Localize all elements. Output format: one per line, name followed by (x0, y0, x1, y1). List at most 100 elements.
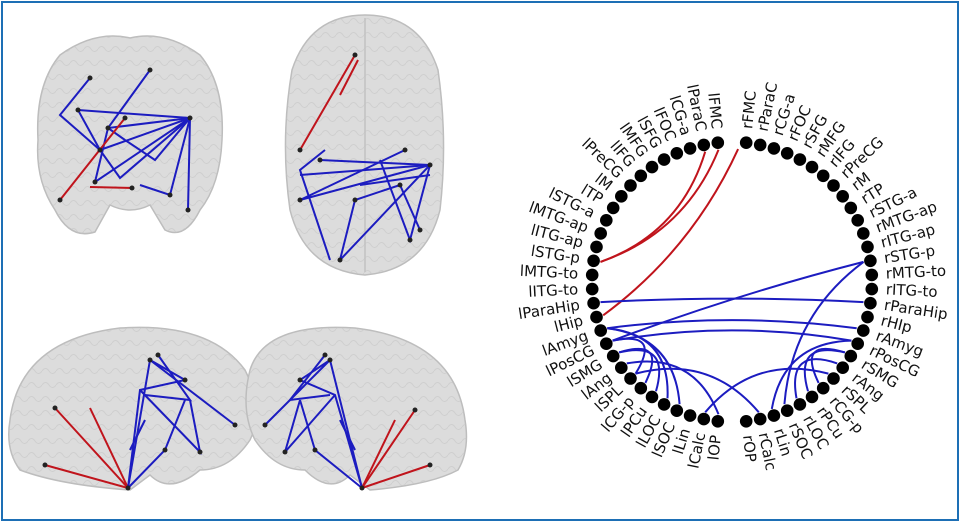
connectogram-nodes (585, 136, 879, 428)
coronal-red-edges (59, 117, 133, 201)
edge-lAmyg-lLOC (607, 327, 669, 399)
axial-nodes (297, 52, 433, 263)
node-lLOC (657, 398, 671, 411)
axial-red-edges (299, 54, 359, 151)
node-lSTG-p (587, 254, 600, 268)
node-rPosCG (851, 337, 864, 351)
label-rMTG-to: rMTG-to (885, 262, 946, 283)
node-rSTG-p (864, 254, 877, 268)
node-lPosCG (600, 337, 613, 351)
node-rSTG-a (851, 214, 864, 227)
node-rAmyg (857, 324, 870, 337)
edge-lAmyg-rAmyg (607, 319, 857, 330)
edge-rFP-lHip (602, 148, 740, 317)
label-lMTG-to: lMTG-to (519, 262, 578, 283)
label-rOP: rOP (739, 434, 760, 463)
node-rHIp (861, 310, 874, 324)
node-lLin (683, 409, 697, 422)
node-lM (615, 190, 628, 203)
edge-rSTG-p-lPosCG (612, 260, 864, 342)
node-rFOC (780, 147, 794, 160)
node-lFOC (670, 147, 684, 160)
node-lAng (615, 361, 628, 375)
node-rMTG-ap (857, 227, 870, 240)
node-rPCu (805, 390, 819, 404)
left-sagittal-view (8, 326, 258, 491)
node-lFMC (711, 136, 725, 149)
node-rTP (844, 201, 858, 215)
coronal-blue-edges (58, 69, 191, 211)
node-rIFG (816, 169, 830, 183)
node-rSPL (827, 372, 840, 385)
node-lParaC (697, 138, 711, 152)
node-lSPL (624, 372, 637, 385)
node-lIFG (634, 169, 648, 183)
axial-view (284, 14, 445, 276)
node-lPCu (645, 390, 659, 404)
edge-lSMG-lPCu (618, 349, 661, 392)
node-rCalc (753, 412, 767, 426)
node-lSTG-a (600, 214, 613, 227)
node-lMTG-to (585, 268, 599, 282)
label-rFMC: rFMC (738, 90, 760, 130)
node-lITG-to (585, 282, 599, 296)
node-rOP (739, 415, 753, 428)
node-rMTG-to (865, 268, 879, 282)
coronal-nodes (57, 67, 193, 213)
node-lAmyg (594, 324, 607, 337)
node-rSMG (844, 349, 858, 363)
right-sagittal-red-edges (361, 409, 431, 489)
node-rMFG (805, 160, 819, 174)
coronal-view (36, 35, 224, 235)
node-lHip (590, 310, 603, 324)
node-rFMC (739, 136, 753, 149)
left-sagittal-nodes (42, 352, 238, 491)
node-lPreCG (624, 179, 637, 192)
edge-rPosCG-rLin (770, 339, 852, 410)
node-rITG-ap (861, 240, 874, 254)
edge-rSPL-lCalc (704, 367, 829, 413)
node-rParaC (753, 138, 767, 152)
label-lITG-to: lITG-to (528, 280, 579, 300)
right-sagittal-view (245, 326, 468, 491)
edge-lFMC-lSTG-p (600, 149, 720, 263)
node-rPreCG (827, 179, 840, 192)
right-sagittal-nodes (262, 352, 433, 491)
edge-rSMG-rPCu (803, 349, 846, 392)
node-rCG-a (767, 142, 781, 155)
label-rITG-to: rITG-to (885, 280, 938, 301)
node-rM (836, 190, 849, 203)
node-rLOC (793, 398, 807, 411)
node-lCalc (697, 412, 711, 426)
edge-lPosCG-rPosCG (612, 329, 852, 342)
node-lSOC (670, 404, 684, 418)
label-lOP: lOP (704, 434, 724, 461)
connectogram-labels: rFMCrParaCrCG-arFOCrSFGrMFGrIFGrPreCGrMr… (517, 81, 949, 472)
node-lSFG (657, 153, 671, 166)
edge-rAng-rLOC (794, 358, 838, 399)
node-rLin (767, 409, 781, 422)
node-rParaHip (864, 296, 877, 310)
edge-lPosCG-lSPL (612, 337, 646, 375)
node-rSOC (780, 404, 794, 418)
node-lMTG-ap (594, 227, 607, 240)
node-lITG-ap (590, 240, 603, 254)
label-lFMC: lFMC (704, 92, 726, 130)
node-rSFG (793, 153, 807, 166)
node-lMFG (645, 160, 659, 174)
node-rITG-to (865, 282, 879, 296)
connectogram-edges (600, 148, 865, 415)
node-lOP (711, 415, 725, 428)
node-rCG-p (816, 381, 830, 395)
node-lTP (606, 201, 620, 215)
node-rAng (836, 361, 849, 375)
node-lCG-p (634, 381, 648, 395)
edge-lSPL-rCalc (635, 367, 760, 413)
node-lParaHip (587, 296, 600, 310)
node-lCG-a (683, 142, 697, 155)
node-lSMG (606, 349, 620, 363)
left-sagittal-red-edges (44, 407, 129, 489)
edge-rSTG-p-rSOC (783, 261, 865, 405)
